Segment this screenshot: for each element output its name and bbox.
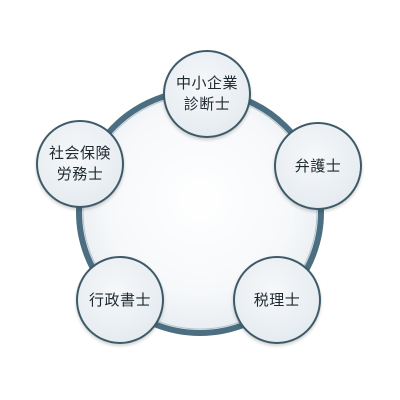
- node-label: 税理士: [253, 290, 301, 309]
- node-label: 社会保険 労務士: [48, 144, 111, 183]
- node-label: 中小企業 診断士: [175, 74, 238, 113]
- node-label: 弁護士: [294, 156, 342, 175]
- node-tax-accountant: 税理士: [233, 256, 321, 344]
- node-label: 行政書士: [88, 290, 151, 309]
- node-administrative-scrivener: 行政書士: [76, 256, 164, 344]
- node-sme-consultant: 中小企業 診断士: [163, 50, 251, 138]
- node-lawyer: 弁護士: [274, 122, 362, 210]
- node-labor-consultant: 社会保険 労務士: [36, 120, 124, 208]
